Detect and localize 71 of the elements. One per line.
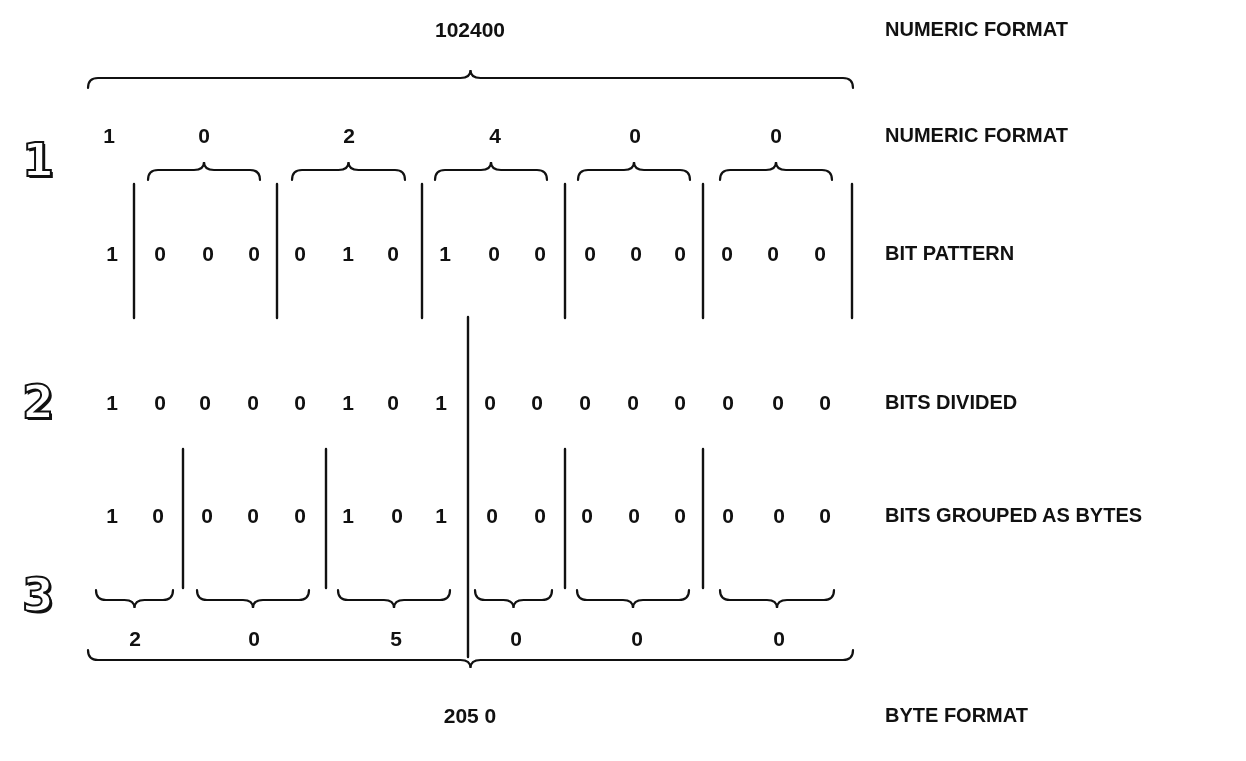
bit-digit: 0 bbox=[674, 504, 686, 526]
bit-digit: 0 bbox=[628, 504, 640, 526]
bit-digit: 0 bbox=[721, 242, 733, 264]
row-label: BYTE FORMAT bbox=[885, 705, 1028, 725]
octal-digit: 0 bbox=[198, 124, 210, 146]
octal-digit: 0 bbox=[510, 627, 522, 649]
octal-digit: 0 bbox=[770, 124, 782, 146]
bit-digit: 0 bbox=[773, 504, 785, 526]
octal-digit: 5 bbox=[390, 627, 402, 649]
bit-digit: 0 bbox=[674, 242, 686, 264]
octal-digit: 1 bbox=[103, 124, 115, 146]
bit-digit: 1 bbox=[435, 391, 447, 413]
number-label: 102400 bbox=[434, 18, 506, 40]
bit-digit: 0 bbox=[201, 504, 213, 526]
octal-digit: 0 bbox=[629, 124, 641, 146]
bit-digit: 0 bbox=[152, 504, 164, 526]
bit-digit: 0 bbox=[674, 391, 686, 413]
step-number: 1 bbox=[22, 137, 54, 183]
octal-digit: 0 bbox=[773, 627, 785, 649]
bit-digit: 0 bbox=[814, 242, 826, 264]
bit-digit: 0 bbox=[819, 391, 831, 413]
octal-digit: 0 bbox=[248, 627, 260, 649]
bit-digit: 0 bbox=[534, 504, 546, 526]
row-label: BIT PATTERN bbox=[885, 243, 1015, 263]
row-label: BITS GROUPED AS BYTES bbox=[885, 505, 1143, 525]
bit-digit: 0 bbox=[154, 391, 166, 413]
bit-digit: 0 bbox=[579, 391, 591, 413]
bit-digit: 1 bbox=[342, 504, 354, 526]
bit-digit: 0 bbox=[772, 391, 784, 413]
bit-digit: 1 bbox=[342, 391, 354, 413]
bit-digit: 0 bbox=[722, 504, 734, 526]
bit-digit: 0 bbox=[534, 242, 546, 264]
octal-digit: 4 bbox=[489, 124, 501, 146]
number-label: 205 0 bbox=[443, 704, 497, 726]
bit-digit: 0 bbox=[486, 504, 498, 526]
row-label: BITS DIVIDED bbox=[885, 392, 1018, 412]
bit-digit: 1 bbox=[439, 242, 451, 264]
bit-digit: 0 bbox=[627, 391, 639, 413]
step-number: 3 bbox=[22, 572, 54, 618]
bit-digit: 0 bbox=[248, 242, 260, 264]
octal-digit: 2 bbox=[129, 627, 141, 649]
bit-digit: 0 bbox=[584, 242, 596, 264]
bit-digit: 0 bbox=[488, 242, 500, 264]
bit-digit: 0 bbox=[294, 391, 306, 413]
bit-digit: 1 bbox=[106, 391, 118, 413]
bit-digit: 0 bbox=[391, 504, 403, 526]
bit-digit: 1 bbox=[342, 242, 354, 264]
bit-digit: 0 bbox=[581, 504, 593, 526]
bit-digit: 0 bbox=[199, 391, 211, 413]
bit-digit: 0 bbox=[722, 391, 734, 413]
row-label: NUMERIC FORMAT bbox=[885, 125, 1068, 145]
bit-digit: 0 bbox=[294, 242, 306, 264]
bit-digit: 1 bbox=[106, 242, 118, 264]
bit-digit: 0 bbox=[767, 242, 779, 264]
bit-digit: 0 bbox=[484, 391, 496, 413]
bit-digit: 0 bbox=[202, 242, 214, 264]
bit-digit: 0 bbox=[819, 504, 831, 526]
bit-digit: 1 bbox=[106, 504, 118, 526]
step-number: 2 bbox=[22, 379, 54, 425]
bit-digit: 0 bbox=[154, 242, 166, 264]
bit-digit: 0 bbox=[531, 391, 543, 413]
octal-digit: 0 bbox=[631, 627, 643, 649]
octal-digit: 2 bbox=[343, 124, 355, 146]
row-label: NUMERIC FORMAT bbox=[885, 19, 1068, 39]
bit-digit: 0 bbox=[247, 391, 259, 413]
bit-digit: 1 bbox=[435, 504, 447, 526]
bit-digit: 0 bbox=[294, 504, 306, 526]
bit-digit: 0 bbox=[387, 242, 399, 264]
bit-digit: 0 bbox=[247, 504, 259, 526]
bit-digit: 0 bbox=[630, 242, 642, 264]
bit-digit: 0 bbox=[387, 391, 399, 413]
